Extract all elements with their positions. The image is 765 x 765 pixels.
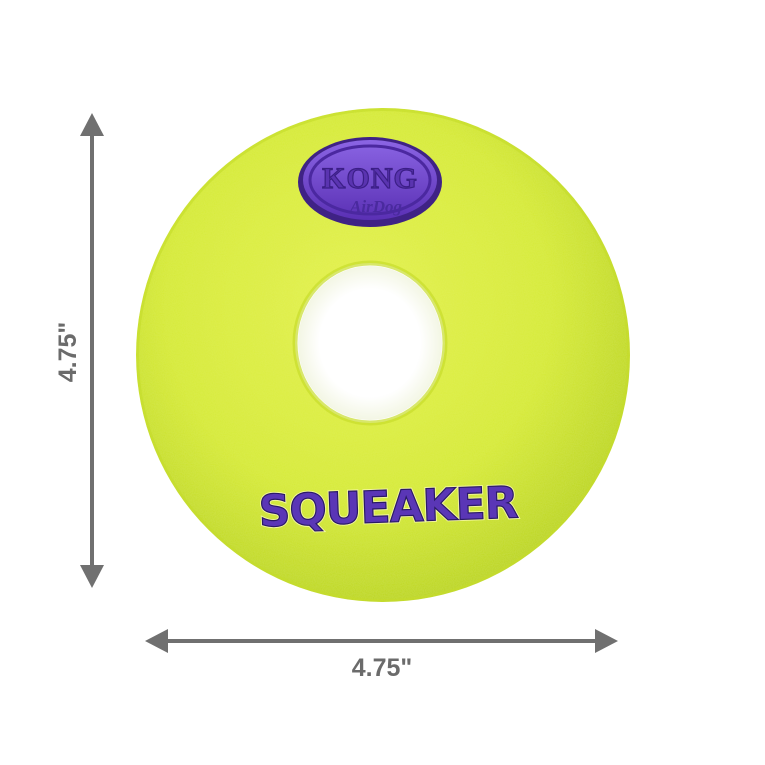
width-label: 4.75" (352, 654, 413, 682)
height-arrow (80, 113, 104, 588)
arrow-left-icon (145, 629, 168, 653)
arrow-right-icon (595, 629, 618, 653)
brand-name: KONG (322, 162, 418, 195)
subbrand-name: AirDog (349, 197, 402, 216)
ring-toy-image: KONG AirDog SQUEAKER SQUEAKER (133, 105, 633, 607)
arrow-down-icon (80, 565, 104, 588)
brand-badge: KONG AirDog (298, 137, 442, 227)
squeaker-wordmark: SQUEAKER SQUEAKER (256, 476, 520, 539)
width-arrow (145, 629, 618, 653)
arrow-up-icon (80, 113, 104, 136)
squeaker-text-outline: SQUEAKER (258, 477, 519, 537)
height-label: 4.75" (54, 322, 82, 383)
squeaker-text: SQUEAKER (258, 477, 519, 537)
